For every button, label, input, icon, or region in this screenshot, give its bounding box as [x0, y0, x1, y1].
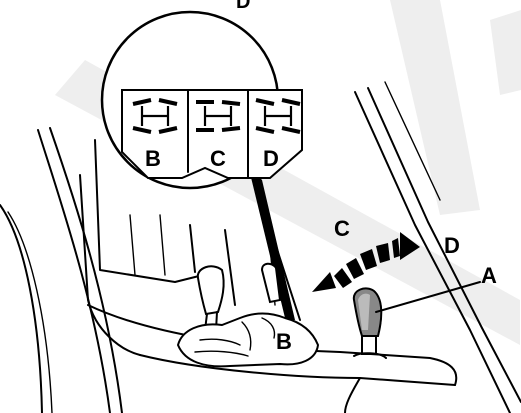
top-edge-label: D [236, 0, 250, 13]
left-lever [198, 266, 224, 330]
lever-label-a: A [481, 263, 497, 288]
inset-label-d: D [263, 146, 279, 171]
hand-lever-label-b: B [276, 329, 292, 354]
direction-label-d: D [444, 233, 460, 258]
direction-label-c: C [334, 216, 350, 241]
inset-label-b: B [145, 146, 161, 171]
inset-label-c: C [210, 146, 226, 171]
